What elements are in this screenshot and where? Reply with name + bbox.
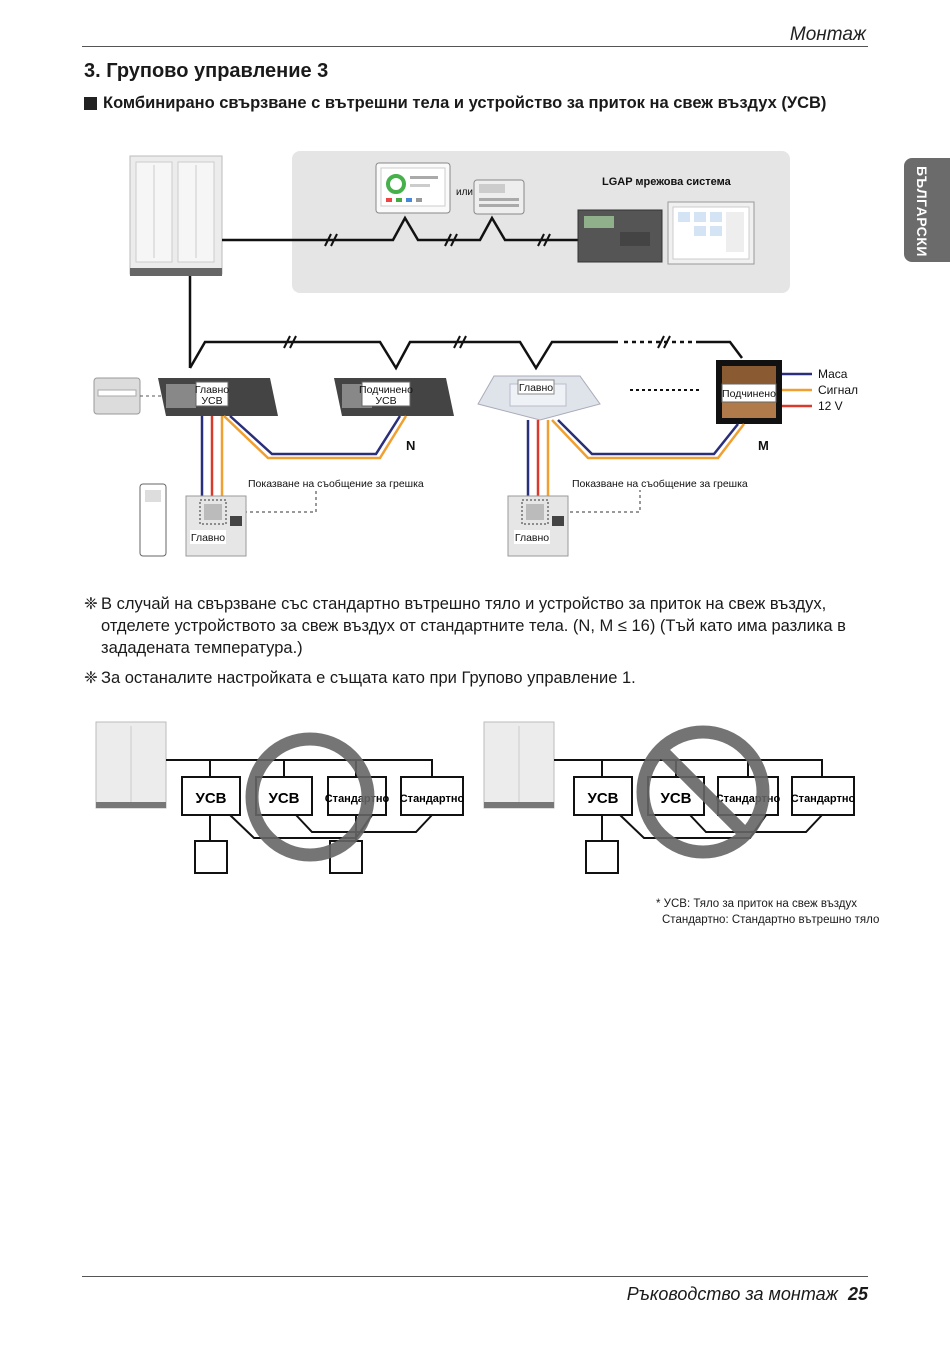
unit4-label: Подчинено: [722, 388, 776, 400]
prohibited-circle-icon: [245, 732, 375, 862]
prohibited-sign-icon: [636, 725, 770, 859]
wire-label-signal: Сигнал: [818, 383, 858, 397]
unit1-label-2: УСВ: [201, 395, 222, 407]
keypad-controller: [473, 179, 525, 215]
left-box-1: УСВ: [196, 790, 227, 807]
note-2-symbol: ❈: [84, 669, 98, 687]
subtitle: Комбинирано свързване с вътрешни тела и …: [84, 94, 826, 113]
section-title: 3. Групово управление 3: [84, 60, 329, 82]
unit3-label: Главно: [519, 382, 553, 394]
footer-manual-title: Ръководство за монтаж: [626, 1284, 838, 1304]
right-box-3: Стандартно: [716, 793, 781, 805]
wired-remote-1: [185, 495, 247, 557]
footnote-line-2: Стандартно: Стандартно вътрешно тяло: [662, 914, 880, 926]
wire-label-ground: Маса: [818, 367, 848, 381]
outdoor-unit: [129, 155, 223, 276]
left-diagram: УСВ УСВ Стандартно Стандартно: [95, 721, 465, 874]
page-number: 25: [847, 1284, 868, 1304]
header-divider: [82, 46, 868, 47]
unit2-label-1: Подчинено: [359, 384, 413, 396]
right-box-2: УСВ: [661, 790, 692, 807]
remote2-label: Главно: [515, 532, 549, 544]
note-1-symbol: ❈: [84, 595, 98, 613]
unit2-label-2: УСВ: [375, 395, 396, 407]
left-box-4: Стандартно: [400, 793, 465, 805]
wired-remote-2: [507, 495, 569, 557]
square-bullet-icon: [84, 97, 97, 110]
m-label: M: [758, 438, 769, 453]
footnote-line-1: * УСВ: Тяло за приток на свеж въздух: [656, 898, 858, 910]
footer-divider: [82, 1276, 868, 1277]
left-box-3: Стандартно: [325, 793, 390, 805]
note-2-text: За останалите настройката е същата като …: [101, 669, 636, 687]
right-diagram: УСВ УСВ Стандартно Стандартно: [483, 721, 856, 874]
note-2: ❈ За останалите настройката е същата кат…: [84, 667, 874, 689]
subtitle-text: Комбинирано свързване с вътрешни тела и …: [103, 94, 827, 112]
language-tab[interactable]: БЪЛГАРСКИ: [904, 158, 950, 262]
outdoor-unit-small-right: [483, 721, 555, 809]
wire-label-12v: 12 V: [818, 399, 843, 413]
remote1-label: Главно: [191, 532, 225, 544]
or-label: или: [456, 187, 473, 198]
outdoor-unit-small-left: [95, 721, 167, 809]
note-1-text: В случай на свързване със стандартно вът…: [101, 595, 846, 657]
language-tab-label: БЪЛГАРСКИ: [914, 166, 930, 257]
right-box-1: УСВ: [588, 790, 619, 807]
network-gateway: [577, 209, 663, 263]
right-box-4: Стандартно: [791, 793, 856, 805]
remote-wiring-2: [526, 419, 745, 496]
header-section: Монтаж: [789, 24, 866, 45]
remote-wiring-1: [200, 415, 408, 496]
network-label: LGAP мрежова система: [602, 176, 732, 188]
footnote: * УСВ: Тяло за приток на свеж въздух Ста…: [656, 896, 879, 928]
touch-controller: [375, 162, 451, 214]
monitor: [667, 201, 755, 265]
left-box-2: УСВ: [269, 790, 300, 807]
n-label: N: [406, 438, 415, 453]
unit1-label-1: Главно: [195, 384, 229, 396]
error-message-2: Показване на съобщение за грешка: [572, 478, 748, 490]
error-message-1: Показване на съобщение за грешка: [248, 478, 424, 490]
note-1: ❈ В случай на свързване със стандартно в…: [84, 593, 874, 659]
wireless-remote: [139, 483, 167, 557]
